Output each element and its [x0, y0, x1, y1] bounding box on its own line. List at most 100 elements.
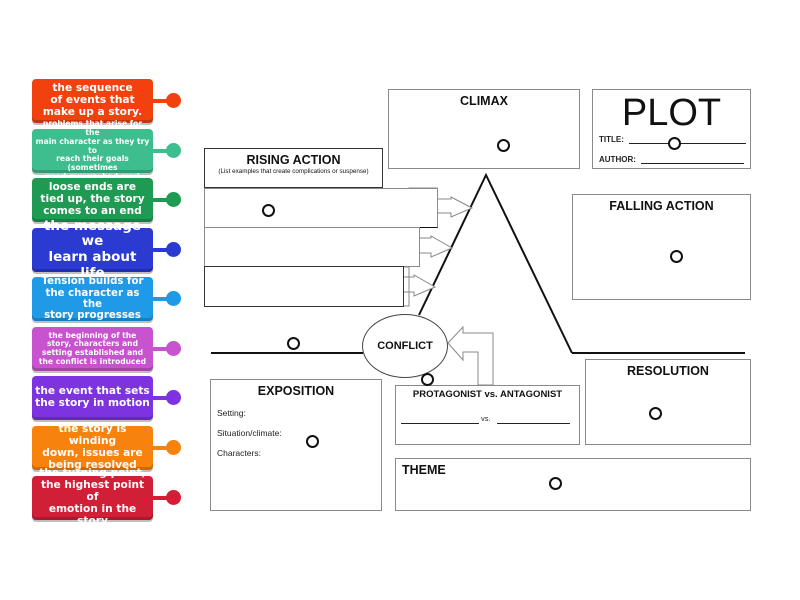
drop-target-resolution[interactable] — [649, 407, 662, 420]
protagonist-underline — [401, 423, 479, 424]
falling-action-box: FALLING ACTION — [572, 194, 751, 300]
falling-action-title: FALLING ACTION — [609, 199, 714, 213]
rising-action-slot-1 — [204, 188, 438, 228]
answer-card-line: story, characters and — [46, 339, 139, 349]
author-underline — [641, 163, 744, 164]
title-underline — [629, 143, 746, 144]
drop-target-falling-action[interactable] — [670, 250, 683, 263]
answer-card-line: the story in motion — [35, 397, 150, 409]
exposition-title: EXPOSITION — [257, 384, 335, 398]
drop-target-rising-action[interactable] — [262, 204, 275, 217]
protagonist-antagonist-box: PROTAGONIST vs. ANTAGONIST vs. — [395, 385, 580, 445]
connector-knob[interactable] — [166, 143, 181, 158]
answer-card-line: main character as they try to — [35, 136, 150, 155]
climax-box: CLIMAX — [388, 89, 580, 169]
conflict-ellipse: CONFLICT — [362, 314, 448, 378]
drop-target-exposition[interactable] — [306, 435, 319, 448]
conflict-arrow — [447, 325, 494, 386]
answer-card-line: down, issues are — [42, 447, 143, 459]
answer-card-line: make up a story. — [42, 105, 143, 118]
answer-card-line: the conflict is introduced — [38, 356, 147, 366]
connector-knob[interactable] — [166, 93, 181, 108]
rising-action-title: RISING ACTION — [246, 153, 341, 167]
rising-action-hint: (List examples that create complications… — [218, 168, 369, 175]
connector-stem — [153, 496, 171, 500]
connector-knob[interactable] — [166, 242, 181, 257]
theme-title: THEME — [402, 463, 446, 477]
drop-target-climax[interactable] — [497, 139, 510, 152]
answer-card-line: the character as the — [45, 287, 140, 310]
author-label: AUTHOR: — [599, 155, 636, 164]
resolution-title: RESOLUTION — [627, 364, 709, 378]
answer-card-line: comes to an end — [43, 204, 142, 217]
connector-knob[interactable] — [166, 341, 181, 356]
answer-card-line: emotion in the story — [48, 502, 137, 527]
connector-stem — [153, 446, 171, 450]
answer-card-line: tied up, the story — [40, 193, 145, 206]
plot-triangle — [418, 172, 573, 354]
theme-box: THEME — [395, 458, 751, 511]
setting-label: Setting: — [217, 408, 246, 418]
connector-stem — [153, 347, 171, 351]
connector-knob[interactable] — [166, 490, 181, 505]
title-label: TITLE: — [599, 135, 624, 144]
connector-stem — [153, 248, 171, 252]
connector-knob[interactable] — [166, 390, 181, 405]
climax-title: CLIMAX — [460, 94, 508, 108]
connector-stem — [153, 149, 171, 153]
answer-card-line: story progresses — [44, 310, 141, 322]
drop-target-plot-line[interactable] — [287, 337, 300, 350]
answer-card-line: the turning point, — [39, 467, 146, 480]
answer-card-line: the event that sets — [35, 385, 150, 398]
connector-stem — [153, 396, 171, 400]
protagonist-antagonist-title: PROTAGONIST vs. ANTAGONIST — [412, 389, 563, 400]
drop-target-title[interactable] — [668, 137, 681, 150]
answer-card-line: setting established and — [41, 348, 144, 357]
answer-card-line: the highest point of — [40, 479, 145, 504]
answer-card-line: problems that arise for the — [42, 119, 143, 138]
resolution-box: RESOLUTION — [585, 359, 751, 445]
drop-target-conflict[interactable] — [421, 373, 434, 386]
rising-action-header: RISING ACTION (List examples that create… — [204, 148, 383, 188]
exposition-box: EXPOSITION Setting: Situation/climate: C… — [210, 379, 382, 511]
plot-heading: PLOT — [621, 92, 722, 134]
answer-card-line: of events that — [50, 94, 135, 107]
plot-title-box: PLOT TITLE: AUTHOR: — [592, 89, 751, 169]
conflict-label: CONFLICT — [377, 340, 433, 352]
answer-card-line: reach their goals (sometimes — [56, 154, 129, 173]
connector-knob[interactable] — [166, 192, 181, 207]
antagonist-underline — [497, 423, 570, 424]
characters-label: Characters: — [217, 448, 261, 458]
connector-stem — [153, 297, 171, 301]
connector-knob[interactable] — [166, 291, 181, 306]
connector-knob[interactable] — [166, 440, 181, 455]
connector-stem — [153, 99, 171, 103]
situation-label: Situation/climate: — [217, 428, 282, 438]
answer-card-line: the story is winding — [58, 423, 127, 448]
answer-card-line: the message we — [43, 217, 142, 250]
vs-label: vs. — [481, 414, 491, 423]
answer-card-line: the sequence — [52, 82, 133, 95]
answer-card-line: being resolved — [48, 458, 137, 471]
drop-target-theme[interactable] — [549, 477, 562, 490]
rising-action-slot-3 — [204, 266, 404, 307]
answer-card-line: learn about life — [48, 249, 137, 281]
